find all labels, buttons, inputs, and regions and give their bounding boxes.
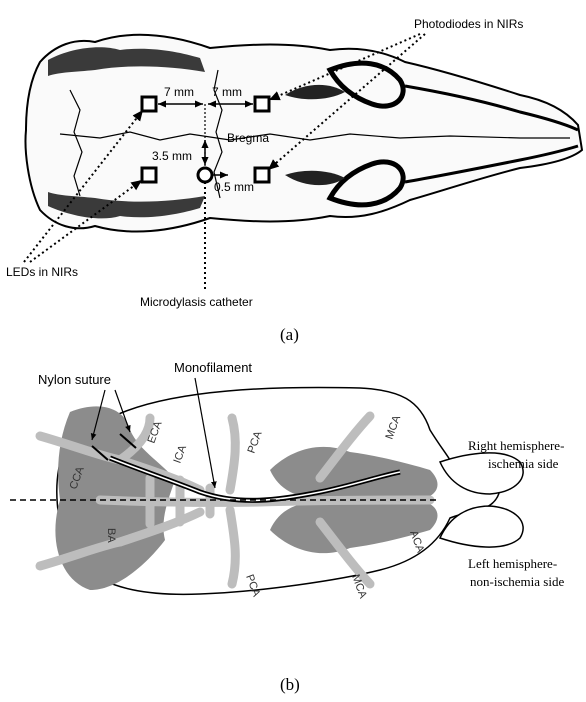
photodiode-marker-bottom — [255, 168, 269, 182]
right-hemi-label-1: Right hemisphere- — [468, 438, 564, 453]
nylon-suture-label: Nylon suture — [38, 372, 111, 387]
panel-b: Nylon suture Monofilament ECA CCA ICA PC… — [10, 360, 564, 694]
caption-a: (a) — [280, 325, 299, 344]
leds-label: LEDs in NIRs — [6, 265, 78, 279]
left-hemi-label-1: Left hemisphere- — [468, 556, 557, 571]
photodiodes-label: Photodiodes in NIRs — [414, 17, 523, 31]
panel-a: 7 mm 7 mm Bregma 3.5 mm 0.5 mm Photodiod… — [6, 17, 582, 344]
pca-artery-top — [230, 418, 235, 490]
right-hemi-label-2: ischemia side — [488, 456, 559, 471]
led-marker-top — [142, 97, 156, 111]
dist-left-label: 7 mm — [164, 85, 194, 99]
pca-artery-bottom — [230, 510, 235, 584]
catheter-marker — [198, 168, 212, 182]
bregma-label: Bregma — [227, 131, 269, 145]
dist-right-label: 7 mm — [212, 85, 242, 99]
led-marker-bottom — [142, 168, 156, 182]
catheter-label: Microdylasis catheter — [140, 295, 253, 309]
dist-offset-label: 0.5 mm — [214, 180, 254, 194]
monofilament-label: Monofilament — [174, 360, 252, 375]
dist-vertical-label: 3.5 mm — [152, 149, 192, 163]
photodiode-marker-top — [255, 97, 269, 111]
ba-label: BA — [105, 528, 117, 543]
caption-b: (b) — [280, 675, 300, 694]
left-hemi-label-2: non-ischemia side — [470, 574, 564, 589]
